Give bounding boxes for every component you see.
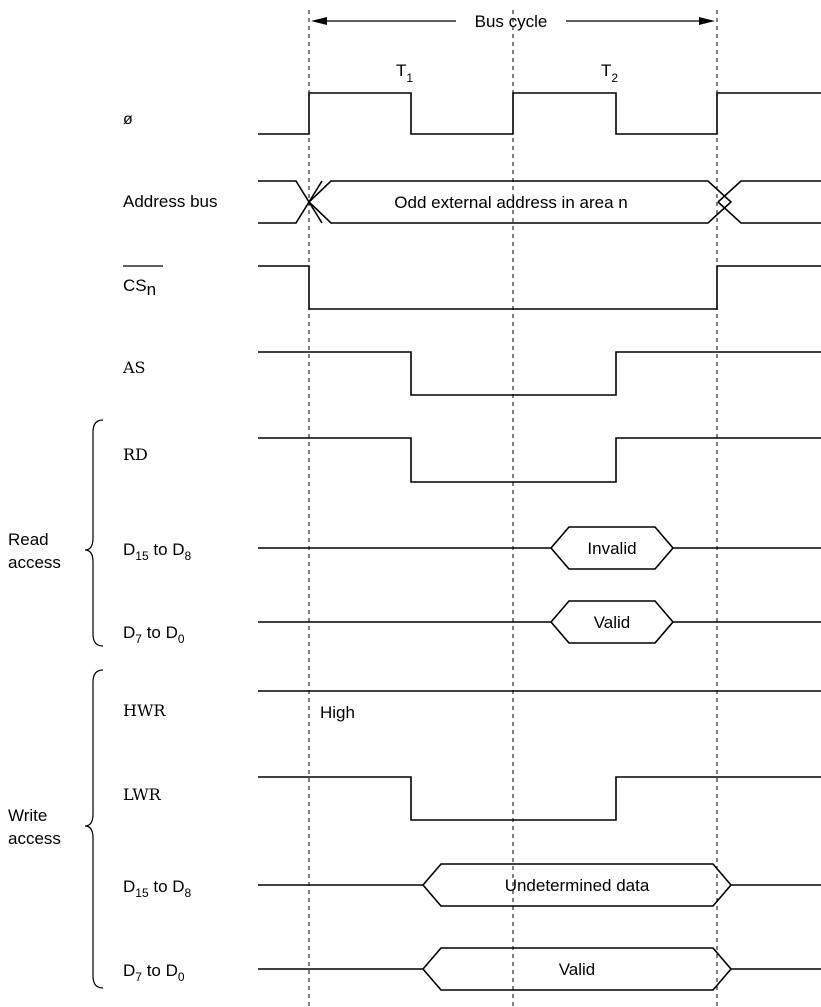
write-d7-d0-label: D7 to D0 <box>123 961 185 984</box>
cs-waveform <box>258 265 821 310</box>
address-bus-label: Address bus <box>123 192 218 211</box>
write-d15-d8-value: Undetermined data <box>505 876 650 895</box>
as-waveform <box>258 351 821 396</box>
write-d7-d0-value: Valid <box>559 960 596 979</box>
address-bus-value: Odd external address in area n <box>394 193 627 212</box>
arrow-right-icon <box>699 17 715 25</box>
write-d7-d0-waveform <box>258 947 821 991</box>
rd-label: RD <box>123 445 148 464</box>
read-access-label-2: access <box>8 553 61 572</box>
read-d7-d0-waveform <box>258 600 821 644</box>
bus-cycle-label: Bus cycle <box>475 12 548 31</box>
read-d7-d0-label: D7 to D0 <box>123 623 185 646</box>
clock-guides <box>308 10 718 1007</box>
write-access-label-1: Write <box>8 806 47 825</box>
write-d15-d8-waveform <box>258 863 821 907</box>
bus-cycle-arrow: Bus cycle <box>311 12 715 31</box>
t2-label: T2 <box>601 61 618 85</box>
rd-waveform <box>258 437 821 483</box>
read-d15-d8-value: Invalid <box>587 539 636 558</box>
hwr-state: High <box>320 703 355 722</box>
address-bus-waveform <box>258 180 821 224</box>
lwr-label: LWR <box>123 785 162 804</box>
as-label: AS <box>122 358 146 377</box>
hwr-label: HWR <box>123 701 166 720</box>
read-d15-d8-label: D15 to D8 <box>123 540 192 563</box>
write-access-label-2: access <box>8 829 61 848</box>
read-d15-d8-waveform <box>258 526 821 570</box>
t1-label: T1 <box>396 61 413 85</box>
phi-waveform <box>258 92 821 135</box>
cs-label: CSn <box>123 276 156 299</box>
read-d7-d0-value: Valid <box>594 613 631 632</box>
read-access-label-1: Read <box>8 530 49 549</box>
write-d15-d8-label: D15 to D8 <box>123 877 192 900</box>
phi-label: ø <box>123 111 133 128</box>
arrow-left-icon <box>311 17 327 25</box>
lwr-waveform <box>258 776 821 821</box>
write-access-brace <box>84 669 104 989</box>
read-access-brace <box>84 419 104 647</box>
